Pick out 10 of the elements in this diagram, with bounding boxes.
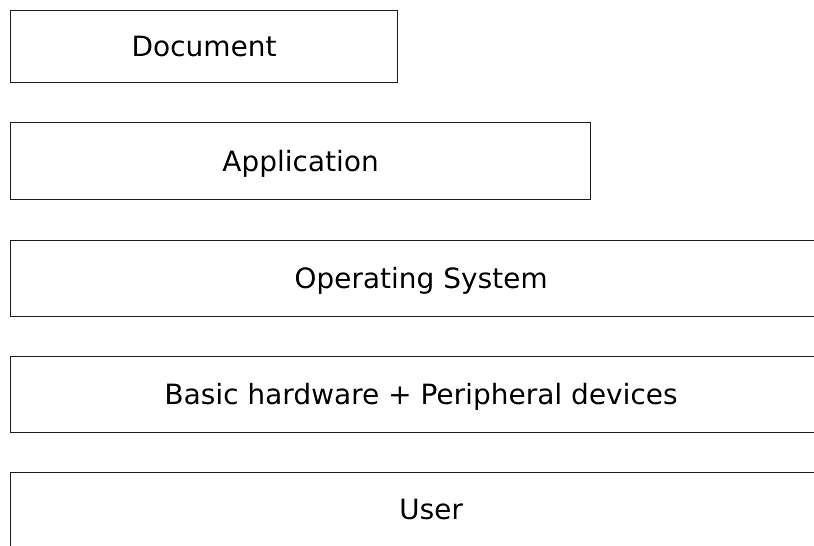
- layer-box: [10, 472, 814, 546]
- layer-box: [10, 240, 814, 317]
- layer-box: [10, 356, 814, 433]
- layer-label: Document: [131, 30, 277, 63]
- layer-box: [10, 122, 591, 200]
- layer-box: [10, 10, 398, 83]
- layer-label: User: [399, 493, 463, 526]
- layer-label: Application: [222, 144, 379, 178]
- layer-label: Operating System: [294, 262, 548, 295]
- layer-label: Basic hardware + Peripheral devices: [164, 378, 678, 411]
